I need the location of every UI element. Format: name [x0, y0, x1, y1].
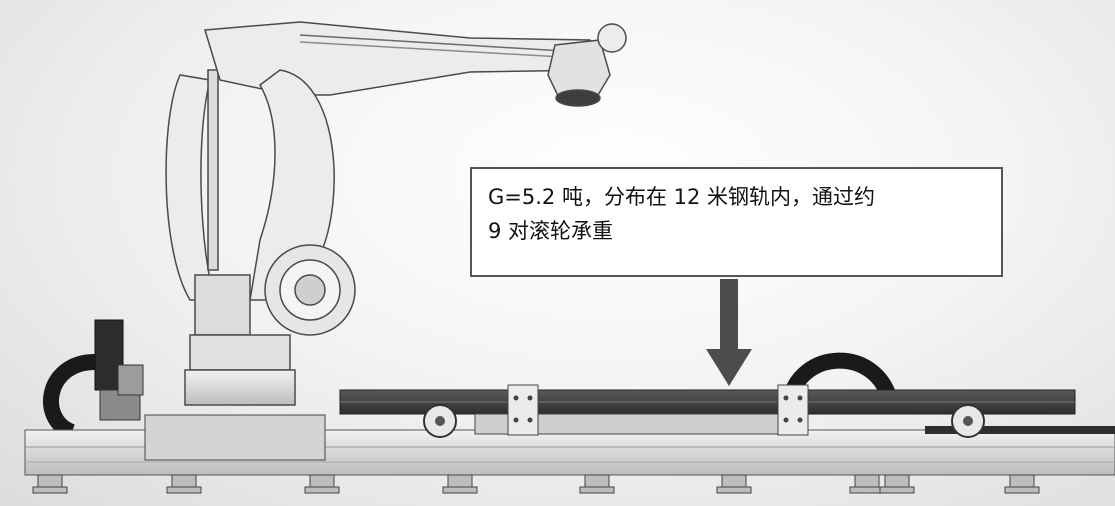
leveling-foot [849, 474, 885, 494]
cable-drag-chain-left [43, 354, 96, 440]
robot-arm [165, 21, 627, 406]
roller-wheel-right [951, 404, 985, 438]
load-annotation-box: G=5.2 吨，分布在 12 米钢轨内，通过约 9 对滚轮承重 [470, 167, 1003, 277]
leveling-foot [579, 474, 615, 494]
leveling-foot [1004, 474, 1040, 494]
clamp-block-left [507, 384, 539, 436]
load-arrow [706, 279, 752, 386]
leveling-feet [32, 474, 1040, 494]
leveling-foot [716, 474, 752, 494]
servo-motor [94, 319, 144, 421]
leveling-foot [32, 474, 68, 494]
annotation-line-2: 9 对滚轮承重 [488, 219, 614, 243]
leveling-foot [879, 474, 915, 494]
roller-wheel-left [423, 404, 457, 438]
cable-drag-chain-right [782, 352, 898, 403]
clamp-block-right [777, 384, 809, 436]
leveling-foot [304, 474, 340, 494]
annotation-line-1: G=5.2 吨，分布在 12 米钢轨内，通过约 [488, 185, 876, 209]
leveling-foot [442, 474, 478, 494]
leveling-foot [166, 474, 202, 494]
travel-beam [339, 389, 1115, 435]
rail-base [24, 414, 1115, 476]
